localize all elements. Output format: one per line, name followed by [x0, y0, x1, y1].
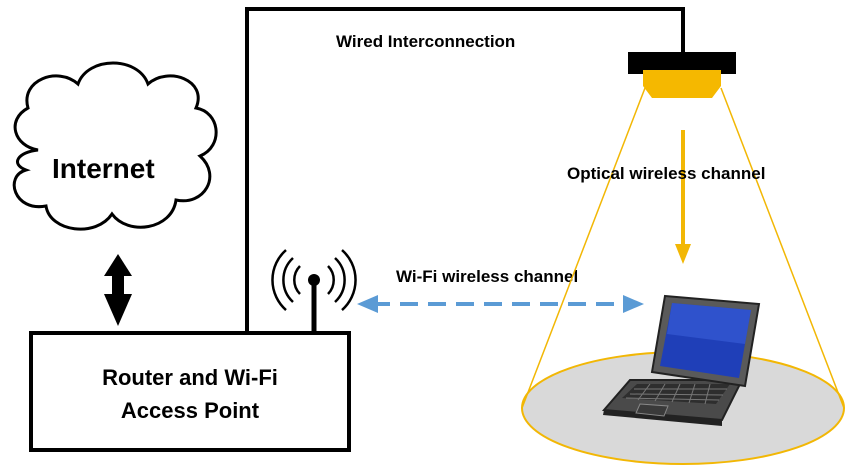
light-cone-right-edge — [720, 87, 845, 409]
wired-interconnection-label: Wired Interconnection — [336, 32, 515, 51]
optical-channel-arrow — [675, 130, 691, 264]
internet-label: Internet — [52, 153, 155, 184]
laptop-icon — [601, 294, 761, 426]
light-cone-left-edge — [521, 87, 646, 409]
router-label-line1: Router and Wi-Fi — [102, 365, 278, 390]
router-access-point-box — [29, 331, 351, 452]
internet-cloud: Internet — [12, 61, 218, 231]
wifi-channel-label: Wi-Fi wireless channel — [396, 267, 578, 286]
antenna-icon — [271, 249, 357, 333]
wifi-channel-arrow — [357, 295, 644, 313]
internet-router-double-arrow — [104, 254, 132, 326]
wired-interconnection-line — [245, 7, 685, 333]
optical-channel-label: Optical wireless channel — [567, 164, 765, 183]
lamp-icon — [628, 52, 736, 98]
router-label-line2: Access Point — [121, 398, 260, 423]
